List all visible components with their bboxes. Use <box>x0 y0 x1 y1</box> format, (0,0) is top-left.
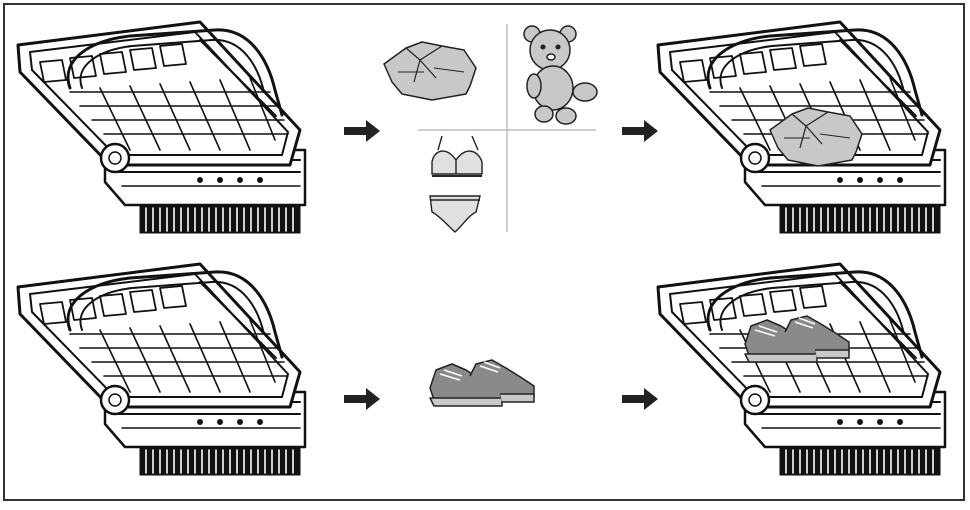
row-laundry <box>16 20 947 235</box>
basket-with-sneakers <box>656 262 947 477</box>
empty-drying-basket <box>16 262 307 477</box>
bra-icon <box>431 135 483 177</box>
empty-drying-basket <box>16 20 307 235</box>
teddy-bear-icon <box>523 25 598 125</box>
right-arrow-icon <box>344 120 380 142</box>
row-shoes <box>16 262 947 477</box>
right-arrow-icon <box>622 120 658 142</box>
panties-icon <box>429 195 481 233</box>
sneakers-icon <box>429 359 535 407</box>
right-arrow-icon <box>622 388 658 410</box>
outer-border <box>3 3 965 501</box>
basket-with-laundry <box>656 20 947 235</box>
folded-shirt-icon <box>383 41 477 101</box>
right-arrow-icon <box>344 388 380 410</box>
